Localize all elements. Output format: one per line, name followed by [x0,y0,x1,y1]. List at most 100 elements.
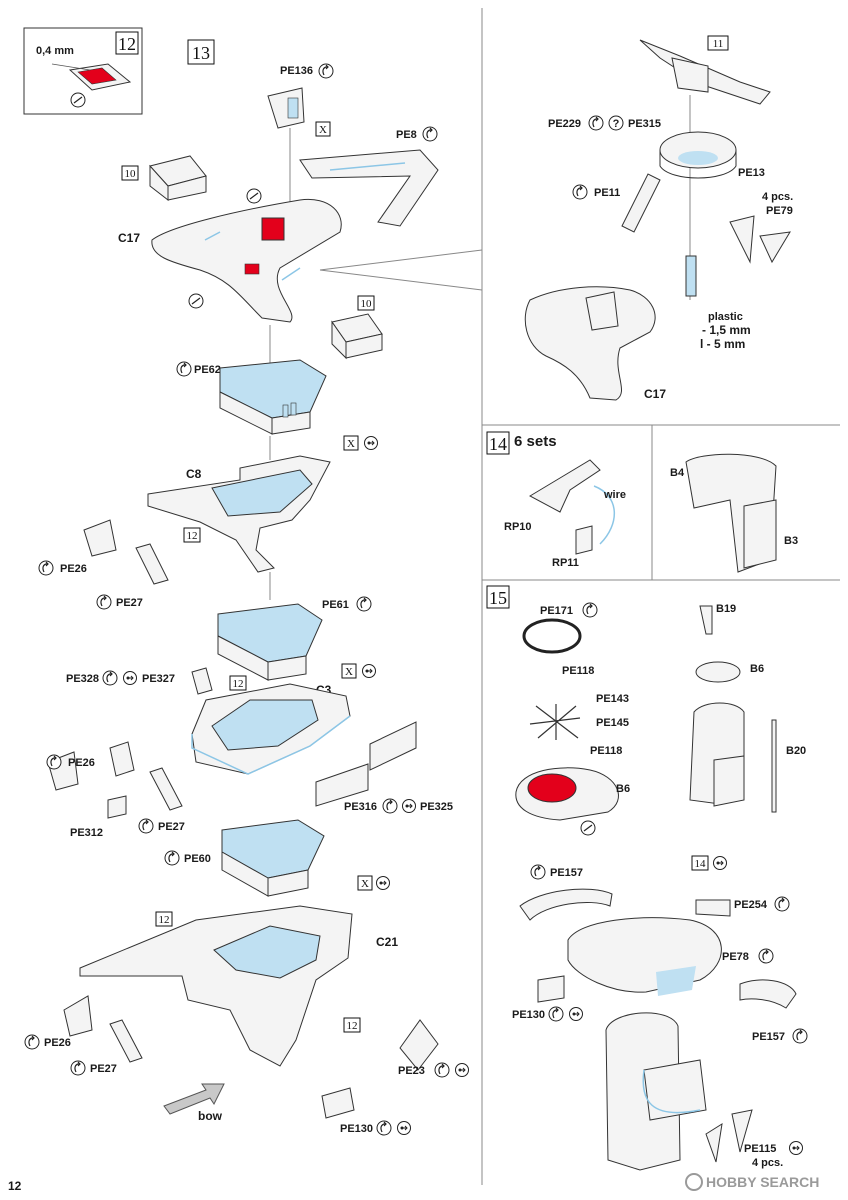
glue-icon [455,1063,469,1077]
label-pe61: PE61 [322,599,349,611]
fold-icon [758,948,774,964]
label-b4: B4 [670,467,685,479]
label-pe325: PE325 [420,801,453,813]
label-pe115: PE115 [744,1143,776,1155]
label-pe145: PE145 [596,717,629,729]
cut-icon [580,820,596,836]
label-pe130: PE130 [512,1009,545,1021]
glue-icon [402,799,416,813]
step-12-number: 12 [118,34,136,54]
label-4pcs: 4 pcs. [762,191,793,203]
fold-icon [46,754,62,770]
label-pe229: PE229 [548,118,581,130]
step-13-number: 13 [192,43,210,63]
glue-icon [397,1121,411,1135]
cut-icon [70,92,86,108]
glue-icon [789,1141,803,1155]
label-c21: C21 [376,935,398,949]
glue-icon [362,664,376,678]
fold-icon [774,896,790,912]
label-b19: B19 [716,603,736,615]
ref-12: 12 [187,530,198,542]
label-length: l - 5 mm [700,337,745,351]
label-b3: B3 [784,535,798,547]
ref-x: X [361,878,369,890]
label-bow: bow [198,1109,223,1123]
ref-14: 14 [695,858,707,870]
label-pe78: PE78 [722,951,749,963]
page-number: 12 [8,1179,22,1193]
fold-icon [376,1120,392,1136]
step-15-number: 15 [489,588,507,608]
label-pe26: PE26 [60,563,87,575]
ref-12: 12 [233,678,244,690]
label-b20: B20 [786,745,806,757]
label-pe316: PE316 [344,801,377,813]
label-pe11: PE11 [594,187,620,199]
label-pe8: PE8 [396,129,417,141]
fold-icon [792,1028,808,1044]
glue-icon [376,876,390,890]
label-pe118: PE118 [562,665,594,677]
label-pe143: PE143 [596,693,629,705]
fold-icon [572,184,588,200]
fold-icon [382,798,398,814]
ref-10: 10 [125,168,137,180]
label-pe315: PE315 [628,118,661,130]
label-b6: B6 [616,783,630,795]
fold-icon [96,594,112,610]
label-plastic: plastic [708,311,743,323]
step-14: 14 6 sets wire RP10 RP11 B4 B3 [486,431,798,573]
fold-icon [582,602,598,618]
glue-icon [713,856,727,870]
watermark: HOBBY SEARCH [685,1173,819,1191]
label-pe26: PE26 [68,757,95,769]
label-pe312: PE312 [70,827,103,839]
fold-icon [434,1062,450,1078]
label-pe327: PE327 [142,673,175,685]
ref-10: 10 [361,298,373,310]
glue-icon [569,1007,583,1021]
label-pe157: PE157 [550,867,583,879]
label-pe13: PE13 [738,167,765,179]
fold-icon [422,126,438,142]
label-pe328: PE328 [66,673,99,685]
fold-icon [38,560,54,576]
ref-x: X [345,666,353,678]
label-pe60: PE60 [184,853,211,865]
glue-icon [364,436,378,450]
fold-icon [356,596,372,612]
label-pe157: PE157 [752,1031,785,1043]
label-rp11: RP11 [552,557,579,569]
cut-icon [188,293,204,309]
fold-icon [138,818,154,834]
fold-icon [176,361,192,377]
label-c17: C17 [644,387,666,401]
fold-icon [318,63,334,79]
ref-12: 12 [159,914,170,926]
fold-icon [548,1006,564,1022]
label-pe130: PE130 [340,1123,373,1135]
label-rp10: RP10 [504,521,532,533]
watermark-text: HOBBY SEARCH [706,1174,819,1190]
step-14-number: 14 [489,434,507,454]
fold-icon [164,850,180,866]
label-pe254: PE254 [734,899,768,911]
fold-icon [102,670,118,686]
fold-icon [588,115,604,131]
step-11-detail: 11 PE229 PE315 PE13 PE11 4 pcs. PE79 pla… [524,35,793,401]
step-13: 13 PE136 X PE8 10 C17 10 [24,39,469,1136]
fold-icon [70,1060,86,1076]
label-pe27: PE27 [158,821,185,833]
dimension-label: 0,4 mm [36,45,74,57]
layout-frames [319,8,840,1185]
ref-12: 12 [347,1020,358,1032]
label-pe27: PE27 [90,1063,117,1075]
label-pe171: PE171 [540,605,573,617]
ref-x: X [319,124,327,136]
label-pe27: PE27 [116,597,143,609]
label-pe79: PE79 [766,205,793,217]
ref-11: 11 [713,38,724,50]
label-b6: B6 [750,663,764,675]
